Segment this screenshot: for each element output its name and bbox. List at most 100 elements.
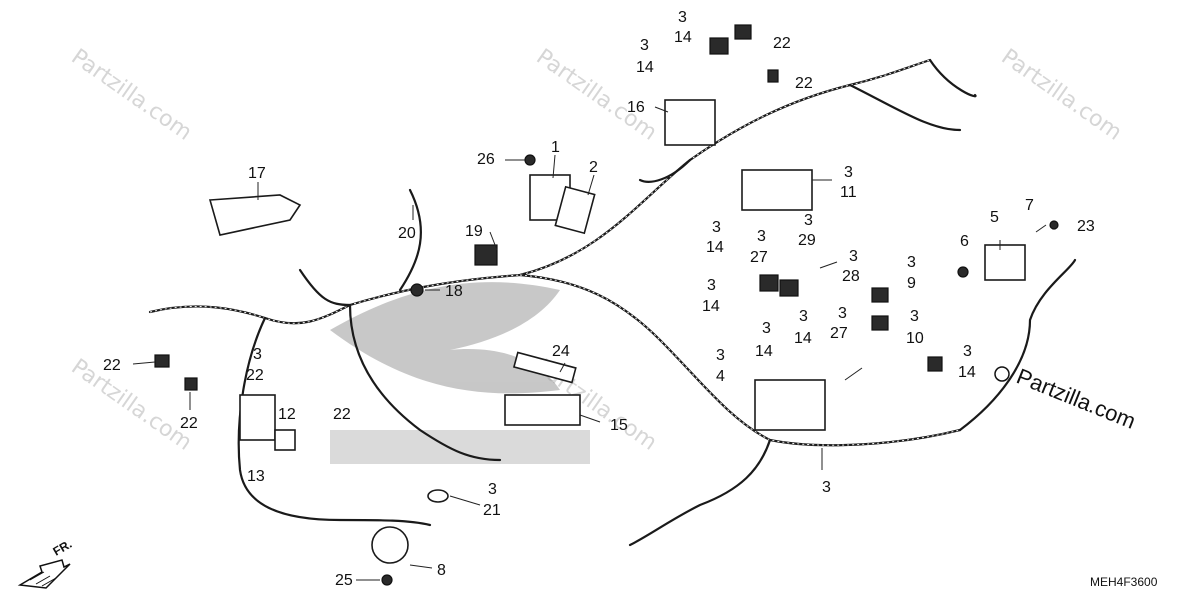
bolt-25-part bbox=[381, 574, 393, 586]
label-14: 14 bbox=[636, 59, 654, 76]
module-16-part bbox=[664, 99, 716, 146]
label-14: 14 bbox=[958, 364, 976, 381]
leader-lines bbox=[132, 106, 1047, 581]
parts bbox=[154, 24, 1059, 586]
label-3: 3 bbox=[822, 479, 831, 496]
watermark-4: Partzilla.com bbox=[67, 354, 197, 455]
label-29: 29 bbox=[798, 232, 816, 249]
label-3: 3 bbox=[712, 219, 721, 236]
label-20: 20 bbox=[398, 225, 416, 242]
label-3: 3 bbox=[907, 254, 916, 271]
label-18: 18 bbox=[445, 283, 463, 300]
label-3: 3 bbox=[678, 9, 687, 26]
label-11: 11 bbox=[840, 184, 857, 201]
part-labels: 1 2 3 14 3 14 22 22 16 26 17 20 19 18 3 … bbox=[103, 9, 1095, 589]
screw-23-part bbox=[1049, 220, 1059, 230]
nut-6-part bbox=[957, 266, 969, 278]
label-3: 3 bbox=[963, 343, 972, 360]
label-17: 17 bbox=[248, 165, 266, 182]
regulator-5-part bbox=[984, 244, 1026, 281]
label-14: 14 bbox=[706, 239, 724, 256]
bracket-17-part bbox=[208, 194, 302, 236]
watermarks: Partzilla.com Partzilla.com Partzilla.co… bbox=[67, 44, 1127, 455]
relay-14-part-a bbox=[759, 274, 779, 292]
label-16: 16 bbox=[627, 99, 645, 116]
label-3: 3 bbox=[757, 228, 766, 245]
label-3: 3 bbox=[844, 164, 853, 181]
label-24: 24 bbox=[552, 343, 570, 360]
label-10: 10 bbox=[906, 330, 924, 347]
label-22: 22 bbox=[246, 367, 264, 384]
label-12: 12 bbox=[278, 406, 296, 423]
label-3: 3 bbox=[762, 320, 771, 337]
bolt-18-part bbox=[410, 283, 424, 297]
clip-22-part-a bbox=[154, 354, 170, 368]
label-14: 14 bbox=[794, 330, 812, 347]
brand-logo: Partzilla.com bbox=[994, 363, 1139, 434]
label-3: 3 bbox=[838, 305, 847, 322]
label-3: 3 bbox=[707, 277, 716, 294]
arrow-hatch bbox=[29, 571, 57, 587]
label-3: 3 bbox=[799, 308, 808, 325]
label-3: 3 bbox=[640, 37, 649, 54]
connector-19-part bbox=[474, 244, 498, 266]
relay-14-part-c bbox=[709, 37, 729, 55]
label-19: 19 bbox=[465, 223, 483, 240]
label-3: 3 bbox=[804, 212, 813, 229]
label-28: 28 bbox=[842, 268, 860, 285]
label-6: 6 bbox=[960, 233, 969, 250]
relay-14-part-b bbox=[779, 279, 799, 297]
front-label: FR. bbox=[51, 537, 75, 559]
label-22: 22 bbox=[795, 75, 813, 92]
relay-14-part-e bbox=[927, 356, 943, 372]
label-23: 23 bbox=[1077, 218, 1095, 235]
diagram-code: MEH4F3600 bbox=[1090, 575, 1158, 589]
band-24-part bbox=[512, 351, 577, 384]
label-21: 21 bbox=[483, 502, 501, 519]
label-3: 3 bbox=[716, 347, 725, 364]
fuse-box-part bbox=[754, 379, 826, 431]
relay-14-part-d bbox=[734, 24, 752, 40]
label-14: 14 bbox=[755, 343, 773, 360]
label-14: 14 bbox=[674, 29, 692, 46]
label-1: 1 bbox=[551, 139, 560, 156]
label-15: 15 bbox=[610, 417, 628, 434]
relay-12-part bbox=[274, 429, 296, 451]
clamp-21-part bbox=[427, 489, 449, 503]
label-22: 22 bbox=[333, 406, 351, 423]
front-direction-indicator: FR. bbox=[17, 537, 75, 589]
label-7: 7 bbox=[1025, 197, 1034, 214]
relay-9-part bbox=[871, 287, 889, 303]
main-harness bbox=[148, 58, 1077, 547]
label-3: 3 bbox=[488, 481, 497, 498]
relay-10-part bbox=[871, 315, 889, 331]
label-14: 14 bbox=[702, 298, 720, 315]
watermark-1: Partzilla.com bbox=[67, 44, 197, 145]
clip-22-part-c bbox=[767, 69, 779, 83]
clip-22-part-b bbox=[184, 377, 198, 391]
wing-emblem-graphic bbox=[330, 282, 590, 464]
label-22: 22 bbox=[103, 357, 121, 374]
copyright-icon bbox=[994, 366, 1010, 382]
label-25: 25 bbox=[335, 572, 353, 589]
label-9: 9 bbox=[907, 275, 916, 292]
label-26: 26 bbox=[477, 151, 495, 168]
label-8: 8 bbox=[437, 562, 446, 579]
fuse-box-cover-part bbox=[741, 169, 813, 211]
label-27: 27 bbox=[830, 325, 848, 342]
watermark-3: Partzilla.com bbox=[997, 44, 1127, 145]
bolt-26-part bbox=[524, 154, 536, 166]
brand-logo-text: Partzilla.com bbox=[1013, 363, 1139, 433]
label-27: 27 bbox=[750, 249, 768, 266]
arrow-icon bbox=[17, 559, 71, 589]
label-22: 22 bbox=[773, 35, 791, 52]
label-5: 5 bbox=[990, 209, 999, 226]
label-2: 2 bbox=[589, 159, 598, 176]
label-3: 3 bbox=[849, 248, 858, 265]
connector-block-part bbox=[239, 394, 276, 441]
label-22: 22 bbox=[180, 415, 198, 432]
rubber-pad-part bbox=[554, 185, 596, 235]
label-4: 4 bbox=[716, 368, 725, 385]
